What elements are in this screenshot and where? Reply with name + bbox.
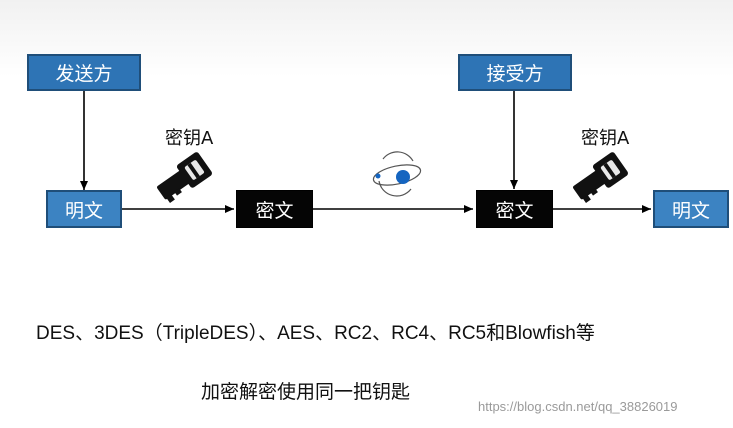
- ciphertext-left-label: 密文: [255, 199, 294, 222]
- algorithm-list-text: DES、3DES（TripleDES）、AES、RC2、RC4、RC5和Blow…: [36, 323, 595, 344]
- watermark-text: https://blog.csdn.net/qq_38826019: [478, 399, 678, 414]
- key-icon: [573, 152, 628, 203]
- decrypt-key-label: 密钥A: [581, 128, 630, 149]
- encrypt-key-label: 密钥A: [165, 128, 214, 149]
- receiver-box: 接受方: [458, 54, 572, 91]
- network-orbit-icon: [372, 151, 422, 197]
- receiver-label: 接受方: [486, 63, 544, 85]
- same-key-text: 加密解密使用同一把钥匙: [201, 381, 411, 403]
- plaintext-out-box: 明文: [653, 190, 729, 228]
- ciphertext-right-box: 密文: [476, 190, 553, 228]
- sender-box: 发送方: [27, 54, 141, 91]
- key-icon: [157, 152, 212, 203]
- plaintext-out-label: 明文: [671, 199, 710, 222]
- ciphertext-right-label: 密文: [495, 199, 534, 222]
- plaintext-in-box: 明文: [46, 190, 122, 228]
- plaintext-in-label: 明文: [64, 199, 103, 222]
- ciphertext-left-box: 密文: [236, 190, 313, 228]
- sender-label: 发送方: [55, 63, 113, 85]
